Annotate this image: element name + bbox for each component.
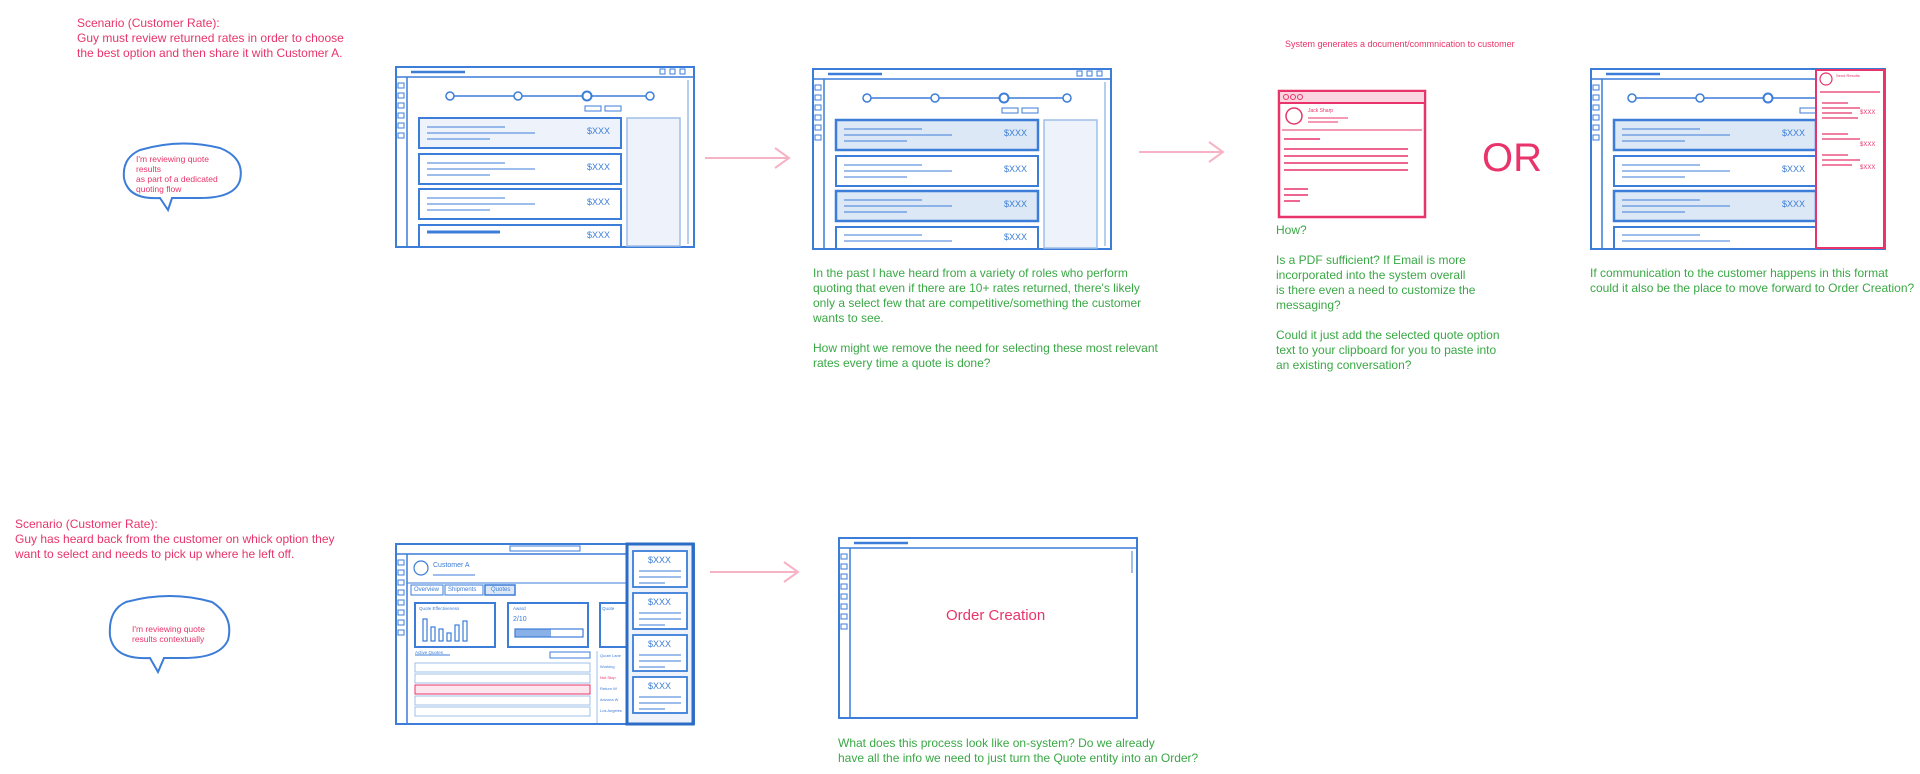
card-award-value: 2/10 (513, 616, 527, 623)
wireframe-customer-page: Customer A Overview Shipments Quotes Quo… (395, 542, 695, 726)
order-creation-title: Order Creation (946, 607, 1046, 624)
scenario2-body: Guy has heard back from the customer on … (15, 532, 335, 561)
or-label: OR (1482, 136, 1542, 180)
system-note: System generates a document/commnication… (1285, 39, 1515, 49)
flow-arrow-3 (708, 560, 804, 584)
tab-quotes: Quotes (491, 587, 511, 593)
flow-arrow-2 (1137, 140, 1227, 164)
right-list-item: Arizona W (600, 697, 619, 702)
customer-name: Customer A (433, 562, 470, 569)
scenario1-body: Guy must review returned rates in order … (77, 31, 344, 60)
tab-overview: Overview (414, 587, 440, 593)
flow-arrow-1 (703, 146, 793, 170)
sidebar-price-label: $XXX (1860, 142, 1876, 148)
sidebar-price-label: $XXX (1860, 165, 1876, 171)
wireframe-order-creation: Order Creation (838, 537, 1138, 719)
card-quote-effectiveness: Quote Effectiveness (419, 606, 460, 611)
speech-bubble-2-text: I'm reviewing quote results contextually (132, 624, 205, 644)
price-label: $XXX (648, 555, 672, 565)
tab-shipments: Shipments (448, 587, 477, 593)
wireframe-quote-results-2: $XXX $XXX $XXX $XXX (812, 68, 1112, 250)
document-recipient-name: Jack Sharp (1308, 108, 1334, 114)
note-order-process: What does this process look like on-syst… (838, 736, 1199, 765)
price-label: $XXX (1782, 199, 1806, 209)
price-label: $XXX (1004, 232, 1028, 242)
send-results-header: Send Results (1836, 73, 1860, 78)
right-list-item: Working (600, 664, 615, 669)
price-label: $XXX (648, 639, 672, 649)
price-label: $XXX (587, 162, 611, 172)
price-label: $XXX (1004, 128, 1028, 138)
right-list-item: Los Angeles (600, 708, 622, 713)
price-label: $XXX (648, 597, 672, 607)
speech-bubble-1-text: I'm reviewing quote results as part of a… (136, 154, 218, 194)
document-mock: Jack Sharp (1277, 89, 1427, 219)
card-quote-title: Quote (602, 606, 615, 611)
speech-bubble-2: I'm reviewing quote results contextually (106, 594, 234, 680)
price-label: $XXX (648, 681, 672, 691)
wireframe-send-results: $XXX $XXX $XXX Send Results $XXX $XXX $X… (1590, 68, 1886, 250)
price-label: $XXX (587, 230, 611, 240)
card-award-title: Award (513, 606, 526, 611)
note-communication-format: If communication to the customer happens… (1590, 266, 1915, 295)
speech-bubble-1: I'm reviewing quote results as part of a… (120, 140, 250, 215)
scenario2-heading: Scenario (Customer Rate): (15, 517, 158, 531)
price-label: $XXX (587, 197, 611, 207)
price-label: $XXX (1782, 128, 1806, 138)
price-label: $XXX (1782, 164, 1806, 174)
price-label: $XXX (1004, 199, 1028, 209)
price-label: $XXX (1004, 164, 1028, 174)
price-label: $XXX (587, 126, 611, 136)
active-quotes-title: Active Quotes (415, 650, 444, 655)
right-list-item: Quote Lane (600, 653, 621, 658)
note-past-feedback: In the past I have heard from a variety … (813, 266, 1158, 370)
wireframe-quote-results-1: $XXX $XXX $XXX $XXX (395, 66, 695, 248)
right-list-item: Return W (600, 686, 617, 691)
note-how: How? Is a PDF sufficient? If Email is mo… (1276, 223, 1500, 372)
scenario1-heading: Scenario (Customer Rate): (77, 16, 220, 30)
sidebar-price-label: $XXX (1860, 110, 1876, 116)
right-list-item: Not Stop (600, 675, 616, 680)
